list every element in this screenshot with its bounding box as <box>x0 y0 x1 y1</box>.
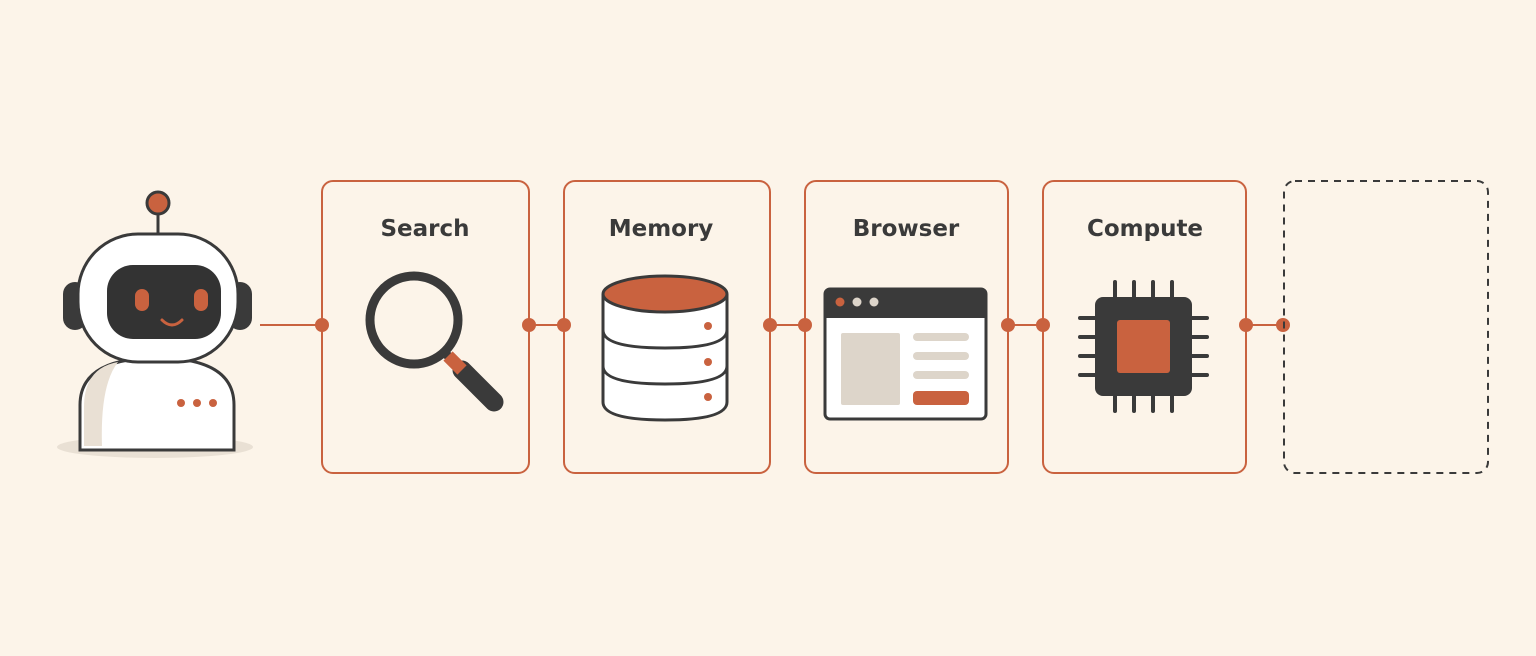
robot-smile <box>160 318 184 327</box>
robot-body-shade <box>84 362 118 446</box>
empty-slot-frame <box>1283 180 1489 474</box>
card-title-browser: Browser <box>853 216 960 242</box>
magnifying-glass-icon <box>365 271 504 412</box>
robot-icon <box>57 190 253 458</box>
card-title-search: Search <box>380 216 469 242</box>
robot-button <box>209 399 217 407</box>
robot-antenna-ball <box>145 190 171 216</box>
tool-card-search: Search <box>321 180 530 474</box>
robot-face-screen <box>107 265 221 339</box>
robot-button <box>177 399 185 407</box>
card-frame <box>321 180 530 474</box>
tool-card-memory: Memory <box>563 180 771 474</box>
tool-card-compute: Compute <box>1042 180 1247 474</box>
empty-slot <box>1283 180 1489 474</box>
card-title-compute: Compute <box>1087 216 1203 242</box>
tool-card-browser: Browser <box>804 180 1009 474</box>
card-frame <box>804 180 1009 474</box>
robot-button <box>193 399 201 407</box>
database-icon <box>601 274 729 422</box>
card-frame <box>1042 180 1247 474</box>
card-frame <box>563 180 771 474</box>
robot-eye-left <box>135 289 149 311</box>
card-title-memory: Memory <box>609 216 714 242</box>
cpu-chip-icon <box>1078 280 1209 413</box>
browser-window-icon <box>823 287 988 421</box>
robot-eye-right <box>194 289 208 311</box>
